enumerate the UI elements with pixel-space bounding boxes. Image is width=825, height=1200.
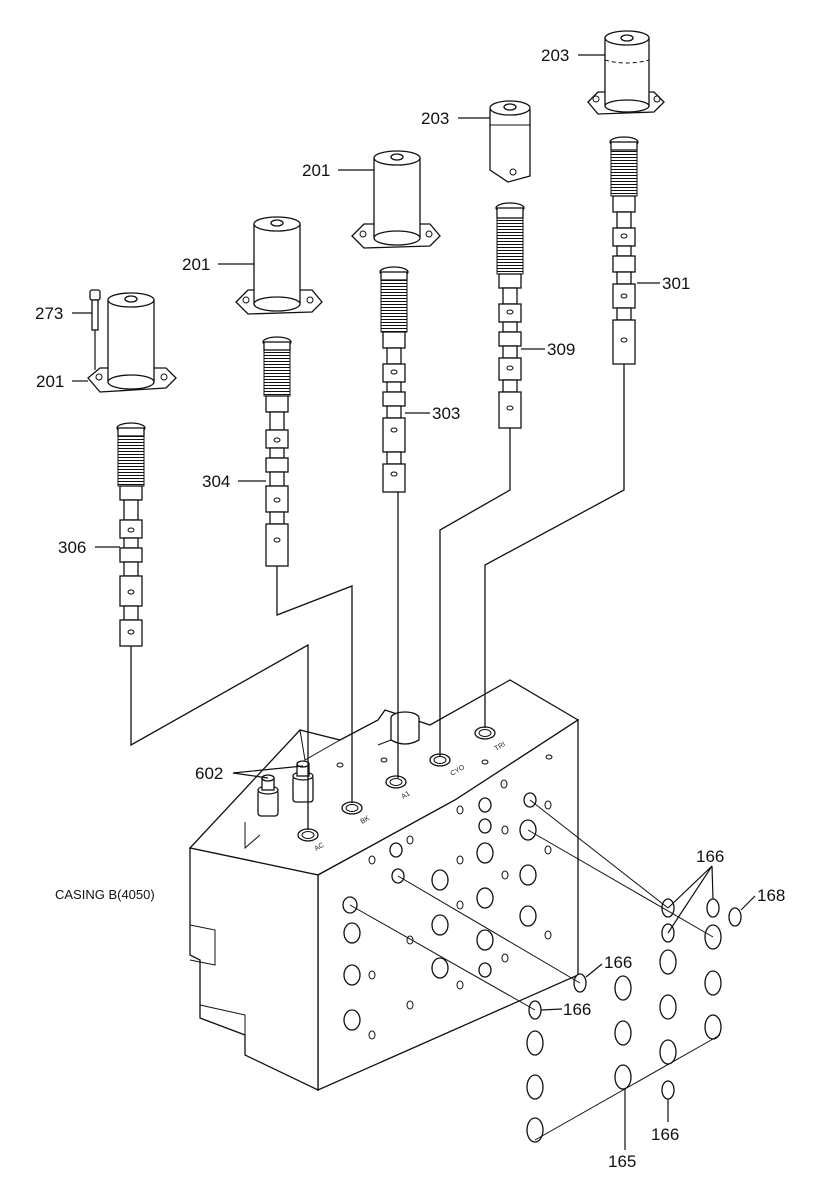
- solenoid-203-top: [587, 30, 665, 115]
- fittings-602: [257, 760, 314, 817]
- callout-301: 301: [662, 274, 690, 293]
- callout-273: 273: [35, 304, 63, 323]
- front-ports: [342, 779, 552, 1040]
- callout-165: 165: [608, 1152, 636, 1171]
- solenoid-203-mid: [489, 100, 531, 183]
- spool-306: [116, 422, 146, 647]
- spool-309: [495, 202, 525, 429]
- callout-leaders: [72, 54, 756, 1150]
- svg-text:A1: A1: [401, 790, 412, 800]
- o-ring-assembly-lines: [349, 799, 721, 1141]
- svg-text:BK: BK: [360, 815, 372, 826]
- callout-166-d: 166: [651, 1125, 679, 1144]
- spool-301: [609, 136, 639, 365]
- assembly-lines: [130, 364, 625, 830]
- callout-168: 168: [757, 886, 785, 905]
- callout-166-b: 166: [604, 953, 632, 972]
- callout-602: 602: [195, 764, 223, 783]
- solenoid-201-c: [351, 150, 441, 249]
- spool-303: [379, 266, 409, 493]
- casing-block: AC BK A1 CYO TRI: [188, 679, 580, 1092]
- callout-166-a: 166: [696, 847, 724, 866]
- callout-306: 306: [58, 538, 86, 557]
- svg-text:TRI: TRI: [494, 741, 507, 753]
- casing-label: CASING B(4050): [55, 887, 155, 902]
- callout-201-c: 201: [302, 161, 330, 180]
- callout-203-top: 203: [541, 46, 569, 65]
- callout-201-b: 201: [182, 255, 210, 274]
- callout-203-mid: 203: [421, 109, 449, 128]
- svg-text:AC: AC: [314, 842, 326, 853]
- solenoid-201-a: [87, 292, 177, 393]
- solenoid-201-b: [235, 216, 323, 315]
- callout-166-c: 166: [563, 1000, 591, 1019]
- callout-309: 309: [547, 340, 575, 359]
- callout-201-a: 201: [36, 372, 64, 391]
- port-a1: A1: [385, 775, 412, 801]
- bolt-273: [89, 289, 101, 331]
- callout-304: 304: [202, 472, 230, 491]
- spool-304: [262, 336, 292, 567]
- callout-303: 303: [432, 404, 460, 423]
- port-tri: TRI: [474, 726, 507, 753]
